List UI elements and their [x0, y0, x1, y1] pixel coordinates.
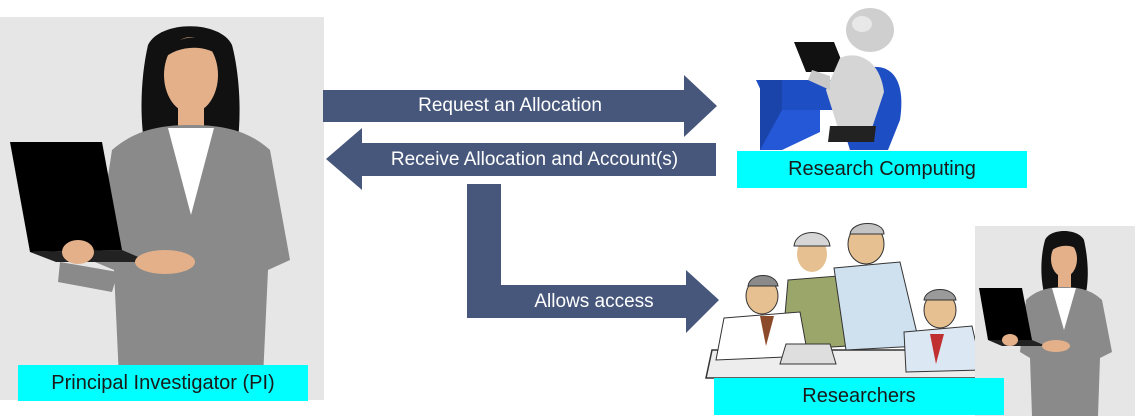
- receive-arrow-label: Receive Allocation and Account(s): [390, 148, 679, 170]
- researchers-group-icon: [705, 223, 999, 379]
- request-arrow: [323, 75, 717, 137]
- researchers-label: Researchers: [714, 378, 1004, 415]
- receive-arrow: [326, 128, 716, 190]
- access-arrow-label: Allows access: [534, 290, 654, 312]
- rc-person-at-computer-icon: [756, 8, 902, 150]
- pi-label: Principal Investigator (PI): [18, 365, 308, 401]
- research-computing-label: Research Computing: [737, 151, 1027, 188]
- request-arrow-label: Request an Allocation: [418, 95, 602, 116]
- pi-woman-with-laptop-icon: [0, 17, 324, 400]
- access-arrow: [467, 184, 719, 333]
